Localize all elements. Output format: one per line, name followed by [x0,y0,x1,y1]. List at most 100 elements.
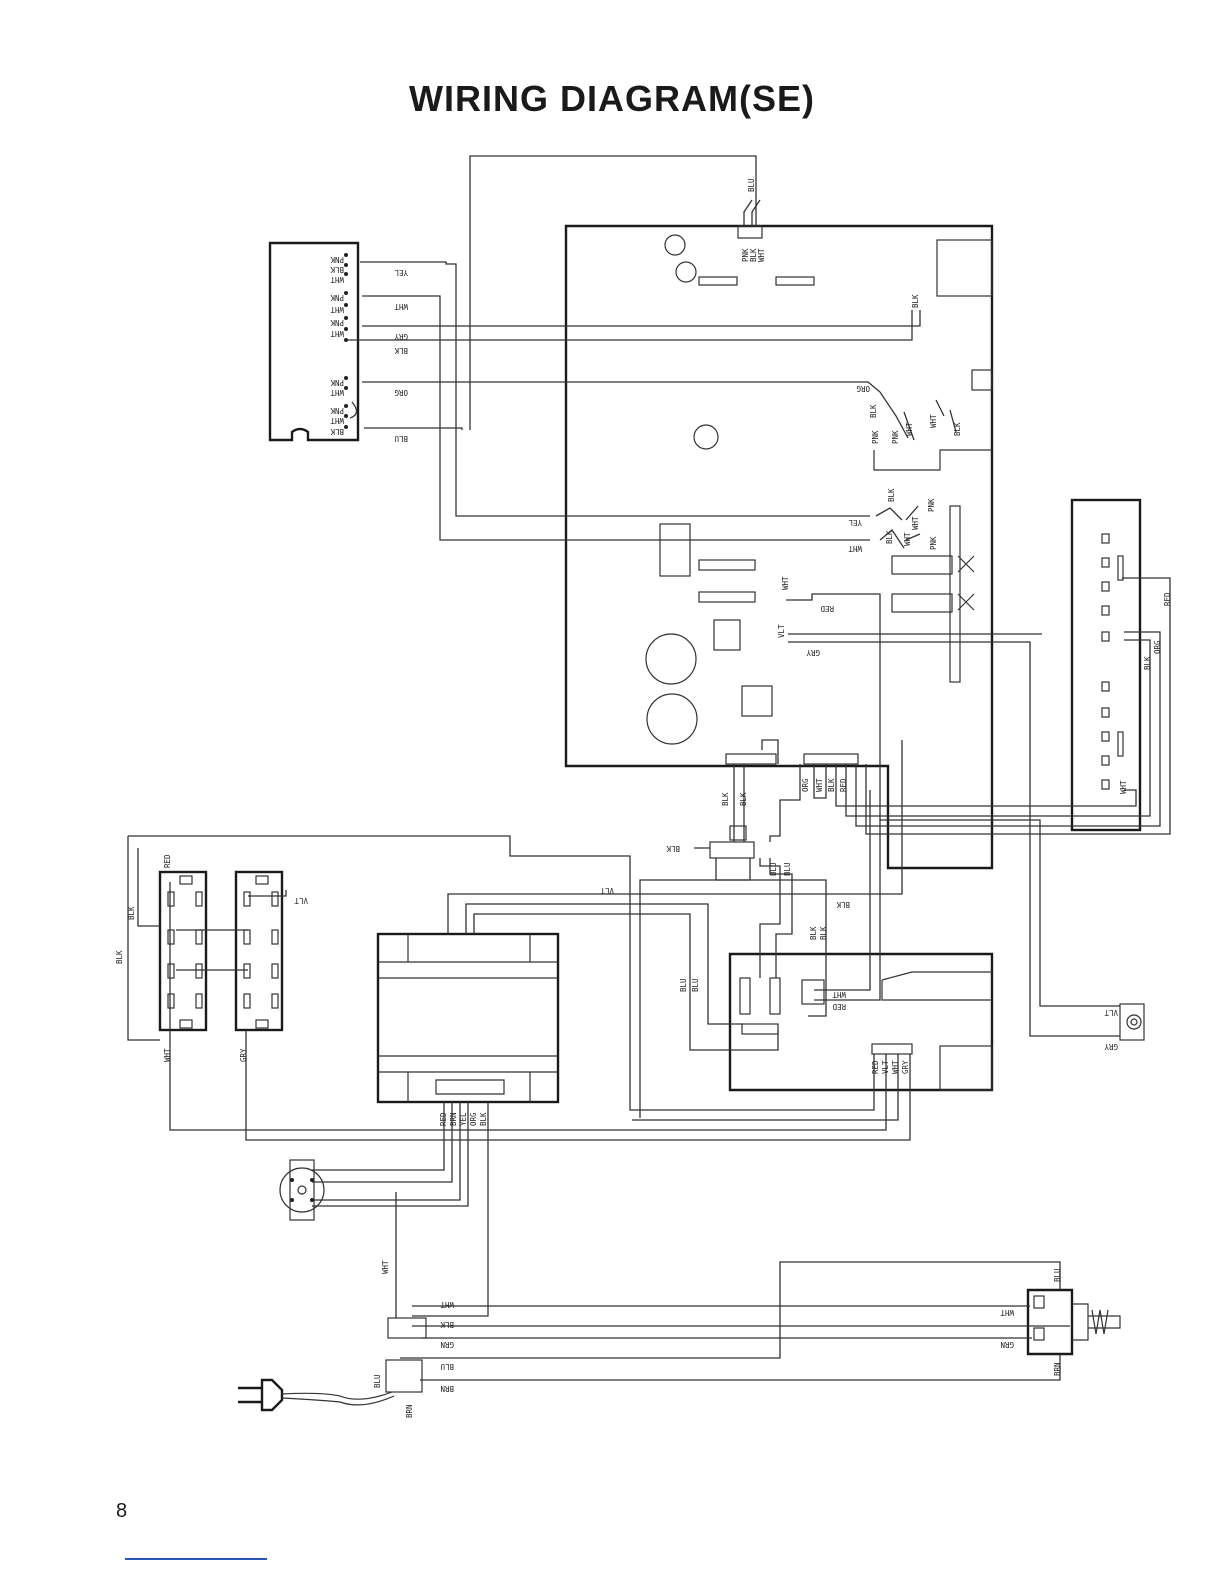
label-sw-wht: WHT [163,1048,172,1062]
label-bb-blu2: BLU [691,978,700,992]
label-l-wht3: WHT [330,329,344,338]
label-ps-blu: BLU [1053,1268,1062,1282]
label-ps-grn: GRN [1000,1340,1014,1349]
label-c-wht: WHT [815,778,824,792]
label-sw-gry: GRY [239,1048,248,1062]
label-tr-brn: BRN [449,1112,458,1126]
label-l-wht1: WHT [330,275,344,284]
label-sw-vlt: VLT [294,896,308,905]
label-l-pnk5: PNK [330,406,344,415]
label-r-wht3: WHT [905,422,914,436]
label-m-wht4: WHT [781,576,790,590]
label-m-wht2: WHT [848,544,862,553]
label-c-blk6: BLK [809,926,818,940]
wire-labels: BLU PNK BLK WHT PNK BLK WHT YEL PNK WHT … [115,178,1172,1418]
label-fs-wht: WHT [381,1260,390,1274]
label-l-wht2-wire: WHT [394,302,408,311]
label-c-red: RED [839,778,848,792]
label-top-blu: BLU [747,178,756,192]
label-l-wht5: WHT [330,416,344,425]
label-r-blk1: BLK [911,294,920,308]
center-connector [709,753,859,859]
label-plug-blu: BLU [373,1374,382,1388]
label-ps-wht: WHT [1000,1308,1014,1317]
label-c-blk2: BLK [739,792,748,806]
label-tr-yel: YEL [459,1112,468,1126]
label-c-vlt: VLT [600,886,614,895]
label-l-gry: GRY [394,332,408,341]
label-l-wht2: WHT [330,305,344,314]
label-m-blk2: BLK [885,530,894,544]
label-fs-blk: BLK [440,1320,454,1329]
label-c-blu2: BLU [783,862,792,876]
label-tr-org: ORG [469,1112,478,1126]
label-m-wht: WHT [911,516,920,530]
switch-blocks [158,870,284,1032]
label-top-wht: WHT [757,248,766,262]
label-l-pnk1: PNK [330,255,344,264]
label-l-blk1: BLK [330,265,344,274]
footer-rule [125,1558,267,1560]
label-ps-brn: BRN [1053,1362,1062,1376]
wiring [127,155,1171,1381]
label-sw-blk1: BLK [127,906,136,920]
label-l-wht4: WHT [330,388,344,397]
label-l-pnk4: PNK [330,378,344,387]
fuse-block [387,1317,427,1339]
label-r-pnk3: PNK [891,430,900,444]
label-rp-wht: WHT [1119,780,1128,794]
label-r-blk2: BLK [869,404,878,418]
transformer [376,932,560,1104]
label-c-blk1: BLK [721,792,730,806]
label-l-pnk2: PNK [330,293,344,302]
label-l-pnk3: PNK [330,318,344,327]
label-r-wht4: WHT [929,414,938,428]
label-rp-blk: BLK [1143,656,1152,670]
label-fs-brn: BRN [440,1384,454,1393]
label-bb-red2: RED [871,1060,880,1074]
label-l-blk5: BLK [330,427,344,436]
label-bb-wht2: WHT [891,1060,900,1074]
label-bb-red: RED [832,1002,846,1011]
left-terminal-strip [268,241,360,442]
label-bb-vlt: VLT [881,1060,890,1074]
label-tr-red: RED [439,1112,448,1126]
label-r-org: ORG [856,384,870,393]
main-pcb [564,224,994,870]
label-tr-blk: BLK [479,1112,488,1126]
label-bb-blu1: BLU [679,978,688,992]
label-bb-wht: WHT [832,990,846,999]
motor-unit [279,1159,325,1221]
label-m-blk: BLK [887,488,896,502]
label-m-vlt: VLT [777,624,786,638]
label-c-blu1: BLU [769,862,778,876]
label-l-org: ORG [394,388,408,397]
page-title: WIRING DIAGRAM(SE) [409,78,815,119]
label-l-blu: BLU [394,434,408,443]
label-sw-red: RED [163,854,172,868]
label-m-gry: GRY [806,648,820,657]
label-rp-red: RED [1163,592,1172,606]
label-fs-grn: GRN [440,1340,454,1349]
label-m-wht3: WHT [903,532,912,546]
label-m-red: RED [820,604,834,613]
label-fs-wht2: WHT [440,1300,454,1309]
label-l-yel: YEL [394,268,408,277]
label-bb-gry: GRY [901,1060,910,1074]
label-c-blk7: BLK [819,926,828,940]
label-l-blk: BLK [394,346,408,355]
label-m-pnk2: PNK [929,536,938,550]
label-top-blk: BLK [749,248,758,262]
label-fs-blu: BLU [440,1362,454,1371]
label-lamp-vlt: VLT [1104,1008,1118,1017]
label-c-blk3: BLK [827,778,836,792]
label-lamp-gry: GRY [1104,1042,1118,1051]
pilot-lamp [1119,1003,1145,1041]
label-c-org: ORG [801,778,810,792]
label-c-blk4: BLK [666,844,680,853]
mains-plug [238,1359,423,1412]
power-switch [1026,1288,1121,1356]
label-m-yel: YEL [848,518,862,527]
label-plug-brn: BRN [405,1404,414,1418]
label-c-blk5: BLK [836,900,850,909]
